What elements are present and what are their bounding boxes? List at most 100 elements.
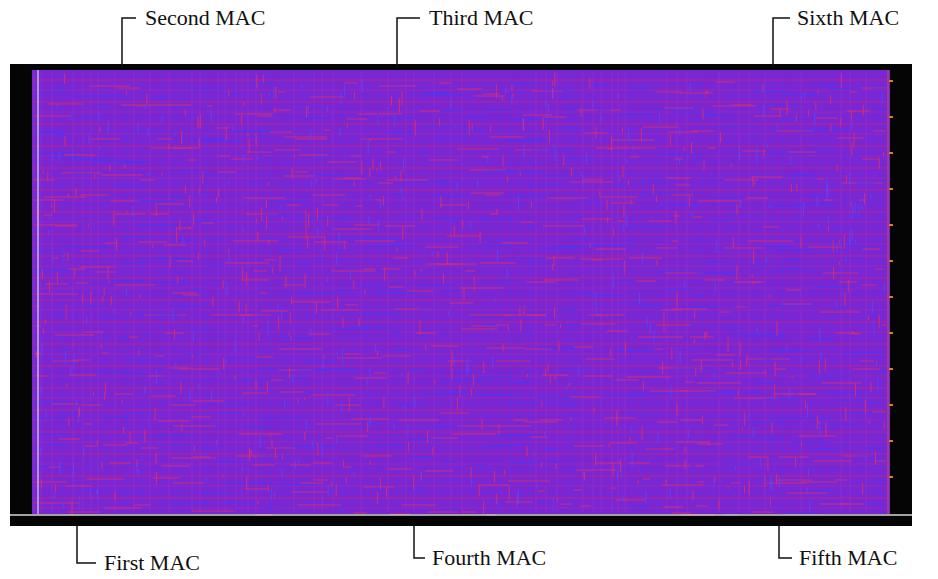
layout-wire [775, 362, 776, 376]
layout-wire [34, 233, 886, 234]
layout-wire [849, 216, 862, 217]
layout-wire [102, 353, 108, 354]
layout-wire [829, 228, 856, 229]
layout-wire [48, 230, 49, 236]
layout-wire [375, 345, 376, 353]
layout-wire [680, 391, 716, 392]
layout-wire [807, 419, 831, 420]
layout-wire [117, 492, 143, 493]
layout-wire [835, 480, 847, 481]
layout-wire [327, 107, 328, 112]
layout-wire [570, 417, 571, 421]
layout-wire [249, 136, 266, 137]
layout-wire [368, 140, 369, 154]
edge-rail [888, 70, 889, 514]
layout-wire [34, 376, 886, 377]
layout-wire [496, 85, 497, 99]
layout-wire [56, 135, 69, 136]
pin-tick [889, 476, 893, 478]
layout-wire [621, 464, 622, 478]
layout-wire [443, 509, 459, 510]
layout-wire [34, 398, 886, 399]
layout-wire [148, 173, 149, 178]
layout-wire [748, 241, 793, 242]
layout-wire [613, 229, 614, 235]
layout-wire [34, 409, 886, 410]
layout-wire [616, 500, 646, 501]
layout-wire [63, 502, 64, 508]
layout-wire [246, 272, 247, 286]
layout-wire [590, 243, 591, 247]
layout-wire [570, 397, 600, 398]
layout-wire [685, 459, 686, 470]
layout-wire [769, 205, 770, 209]
layout-wire [308, 213, 309, 227]
layout-wire [336, 436, 368, 437]
layout-wire [295, 462, 296, 470]
layout-wire [843, 246, 871, 247]
layout-wire [542, 90, 571, 91]
layout-wire [846, 175, 847, 182]
layout-wire [284, 400, 285, 409]
layout-wire [152, 244, 153, 248]
layout-wire [52, 72, 53, 512]
layout-wire [369, 461, 370, 465]
layout-wire [604, 418, 636, 419]
layout-wire [622, 412, 653, 413]
layout-wire [297, 505, 341, 506]
layout-wire [78, 490, 97, 491]
layout-wire [630, 157, 639, 158]
layout-wire [480, 231, 481, 243]
layout-wire [628, 240, 636, 241]
layout-wire [559, 341, 560, 351]
layout-wire [164, 245, 186, 246]
layout-wire [92, 161, 134, 162]
layout-wire [34, 270, 71, 271]
layout-wire [344, 241, 345, 249]
layout-wire [98, 72, 99, 512]
layout-wire [266, 448, 295, 449]
layout-wire [582, 180, 603, 181]
layout-wire [49, 217, 50, 220]
layout-wire [53, 361, 79, 362]
layout-wire [822, 72, 823, 512]
layout-wire [271, 438, 272, 446]
layout-wire [854, 133, 855, 148]
layout-wire [41, 479, 42, 489]
layout-wire [68, 512, 99, 513]
layout-wire [527, 374, 528, 377]
layout-wire [144, 334, 151, 335]
layout-wire [323, 205, 338, 206]
layout-wire [278, 92, 285, 93]
layout-wire [34, 145, 886, 146]
layout-wire [876, 360, 877, 366]
layout-wire [732, 362, 733, 367]
layout-wire [176, 228, 177, 242]
layout-wire [657, 272, 688, 273]
layout-wire [170, 170, 203, 171]
layout-wire [306, 224, 307, 239]
layout-wire [288, 237, 326, 238]
layout-wire [136, 469, 137, 474]
layout-wire [64, 247, 108, 248]
layout-wire [595, 292, 596, 305]
layout-wire [638, 182, 646, 183]
layout-wire [74, 360, 90, 361]
layout-wire [466, 363, 467, 375]
layout-wire [512, 119, 554, 120]
layout-wire [685, 382, 695, 383]
layout-wire [814, 114, 815, 127]
layout-wire [170, 256, 171, 267]
layout-wire [553, 497, 554, 511]
layout-wire [368, 217, 369, 224]
layout-wire [327, 277, 328, 282]
layout-wire [607, 200, 608, 210]
layout-wire [849, 173, 850, 186]
layout-wire [553, 88, 554, 100]
layout-wire [290, 312, 291, 324]
layout-wire [716, 82, 735, 83]
layout-wire [401, 373, 402, 377]
layout-wire [364, 487, 394, 488]
layout-wire [609, 444, 610, 448]
layout-wire [623, 495, 624, 502]
